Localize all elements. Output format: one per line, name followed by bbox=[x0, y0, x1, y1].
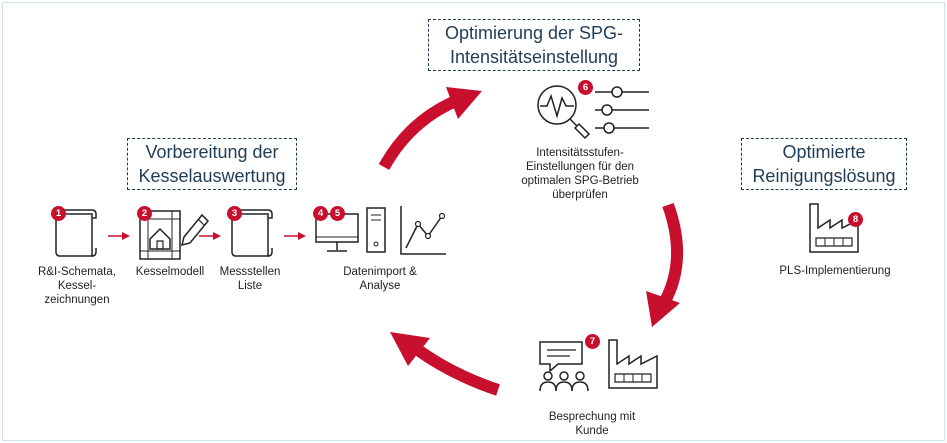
cycle-arrow-back bbox=[390, 332, 508, 420]
step-arrow-1-2 bbox=[108, 232, 130, 240]
step-badge-1: 1 bbox=[51, 206, 66, 221]
meeting-icon bbox=[536, 338, 594, 394]
cycle-arrow-up bbox=[370, 87, 482, 175]
step-caption-7: Besprechung mit Kunde bbox=[548, 411, 636, 437]
magnifier-waveform-icon bbox=[533, 82, 593, 140]
step-caption-1: R&I-Schemata, Kessel- zeichnungen bbox=[38, 266, 116, 306]
step-caption-2: Kesselmodell bbox=[135, 266, 205, 278]
step-badge-2: 2 bbox=[137, 206, 152, 221]
line-chart-icon bbox=[398, 204, 448, 258]
step-badge-8: 8 bbox=[848, 212, 863, 227]
phase-box-optimization: Optimierung der SPG- Intensitätseinstell… bbox=[428, 19, 640, 71]
cycle-arrow-down bbox=[646, 205, 700, 327]
step-arrow-2-3 bbox=[199, 232, 221, 240]
step-badge-6: 6 bbox=[578, 80, 593, 95]
step-badge-7: 7 bbox=[585, 334, 600, 349]
step-caption-3: Messstellen Liste bbox=[219, 266, 281, 292]
step-caption-8: PLS-Implementierung bbox=[779, 265, 891, 277]
step-caption-6: Intensitätsstufen- Einstellungen für den… bbox=[521, 147, 639, 201]
phase-box-solution: Optimierte Reinigungslösung bbox=[741, 138, 907, 190]
step-badge-5: 5 bbox=[330, 206, 345, 221]
step-badge-4: 4 bbox=[313, 206, 328, 221]
step-arrow-3-4 bbox=[284, 232, 306, 240]
factory-icon bbox=[806, 200, 862, 256]
phase-box-preparation: Vorbereitung der Kesselauswertung bbox=[127, 138, 297, 190]
sliders-icon bbox=[595, 84, 649, 136]
pc-tower-icon bbox=[365, 206, 387, 254]
step-caption-5: Datenimport & Analyse bbox=[343, 266, 417, 292]
step-badge-3: 3 bbox=[227, 206, 242, 221]
factory-icon bbox=[605, 336, 661, 392]
